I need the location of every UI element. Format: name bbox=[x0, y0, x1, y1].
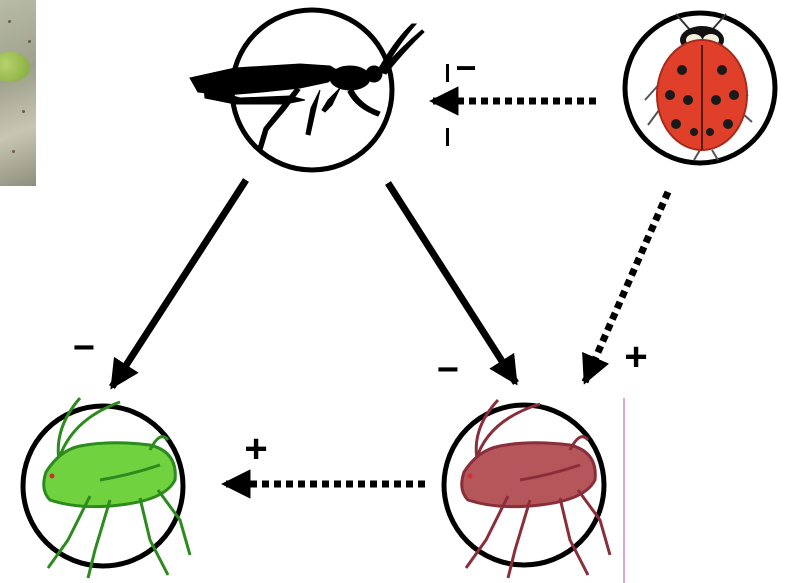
interaction-sign-ladybird-beetle-to-parasitoid-wasp: − bbox=[455, 47, 476, 88]
wasp-node bbox=[190, 10, 424, 170]
interaction-sign-parasitoid-wasp-to-red-aphid: − bbox=[437, 349, 459, 391]
ladybug-node bbox=[625, 13, 775, 163]
interaction-sign-red-aphid-to-green-aphid: + bbox=[244, 427, 267, 471]
divider-mark bbox=[446, 128, 449, 146]
divider-mark bbox=[446, 64, 449, 82]
interaction-sign-ladybird-beetle-to-red-aphid: + bbox=[624, 335, 647, 379]
green-aphid-node bbox=[23, 398, 190, 578]
interaction-sign-parasitoid-wasp-to-green-aphid: − bbox=[73, 327, 95, 369]
arrow-wasp-to-green-aphid bbox=[112, 180, 246, 387]
red-aphid-node bbox=[444, 400, 610, 578]
